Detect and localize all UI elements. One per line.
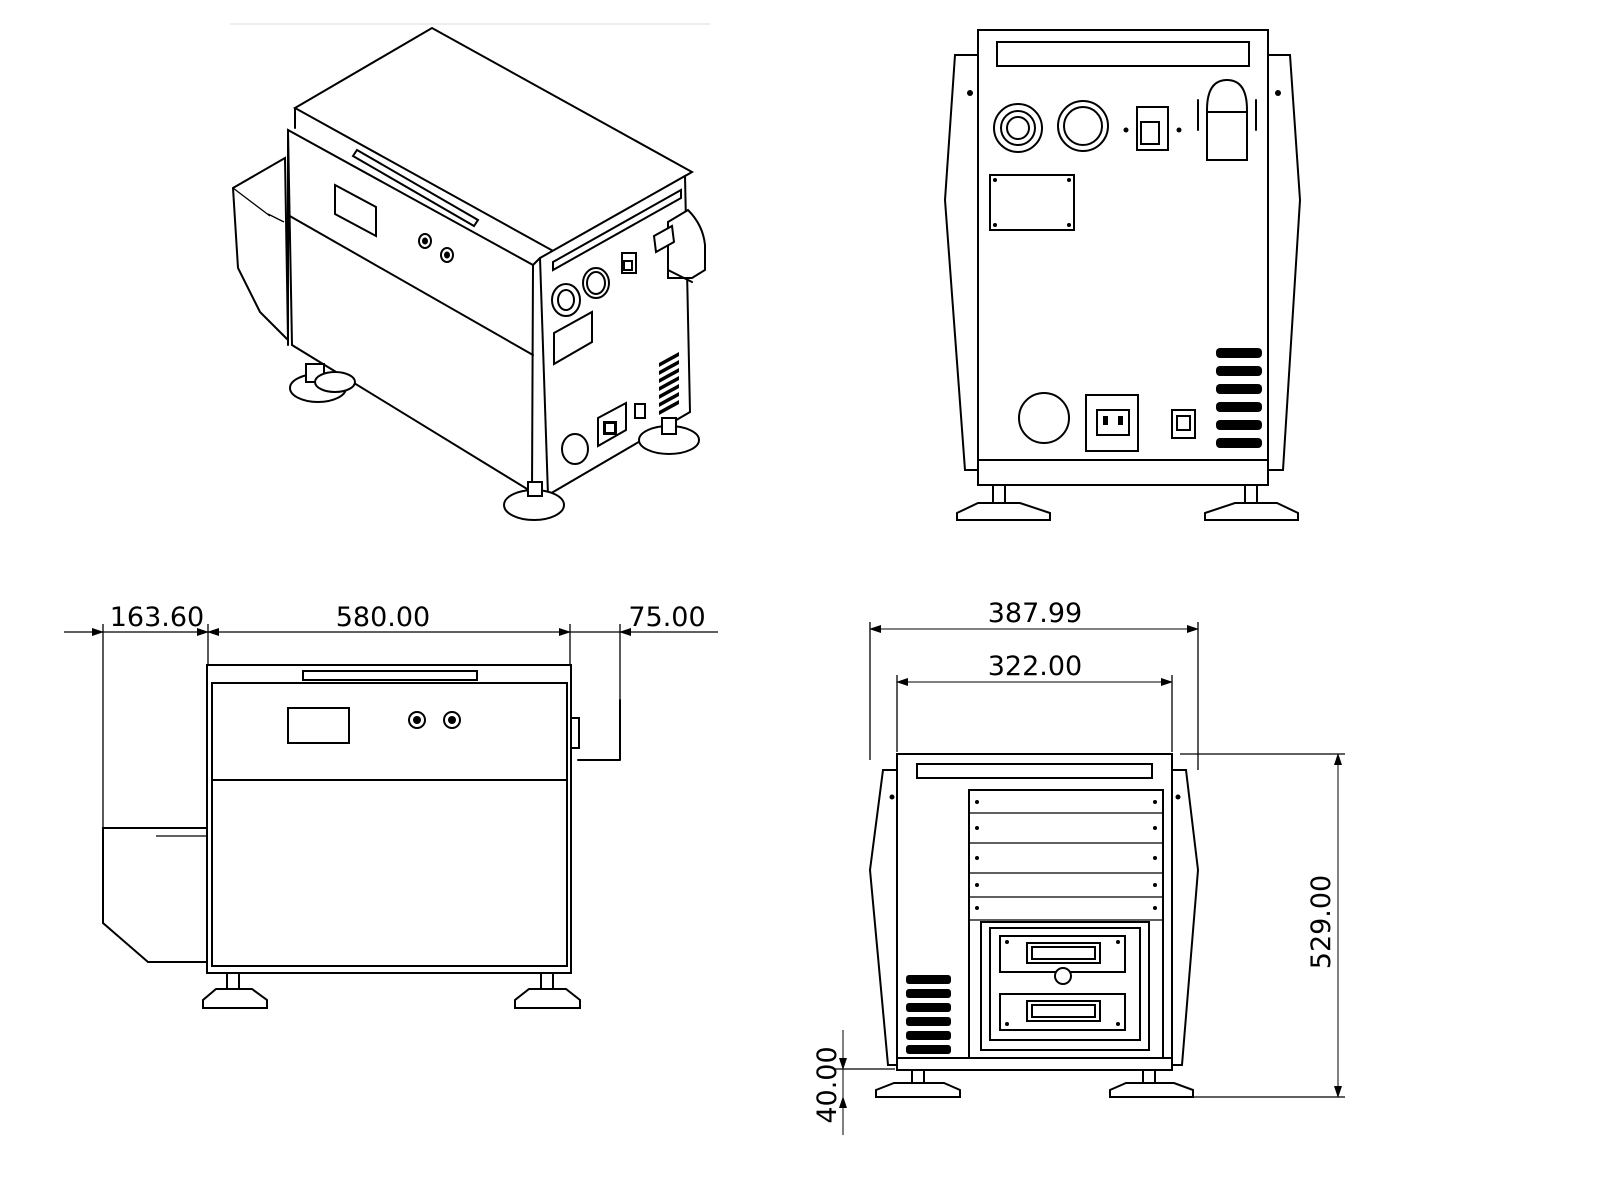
dim-foot-height: 40.00 — [812, 1046, 843, 1123]
iso-top-face — [292, 26, 695, 254]
rear-label-plate — [989, 174, 1075, 231]
side-display — [287, 707, 350, 744]
rear-handle — [1206, 78, 1248, 161]
front-view: 387.99 322.00 529.00 40.00 — [812, 598, 1345, 1135]
rear-handle-slot — [996, 41, 1250, 67]
dim-body-length: 580.00 — [336, 602, 430, 633]
iso-vent-grille — [659, 352, 679, 415]
rear-view — [943, 29, 1302, 521]
dim-overall-height: 529.00 — [1306, 875, 1337, 969]
dim-handle-overhang: 75.00 — [628, 602, 705, 633]
dim-body-width: 322.00 — [988, 651, 1082, 682]
iso-display — [334, 183, 377, 238]
isometric-view — [230, 23, 710, 521]
iso-handle — [667, 208, 706, 279]
front-vent-grille — [906, 975, 951, 1054]
iso-label-plate — [553, 310, 593, 366]
dim-overall-width: 387.99 — [988, 598, 1082, 629]
rear-round-port — [1018, 392, 1070, 444]
side-view: 163.60 580.00 75.00 — [64, 602, 718, 1009]
dim-left-overhang: 163.60 — [110, 602, 204, 633]
iso-round-port — [561, 433, 589, 465]
rear-vent-grille — [1216, 348, 1262, 448]
side-attachment — [102, 827, 208, 963]
